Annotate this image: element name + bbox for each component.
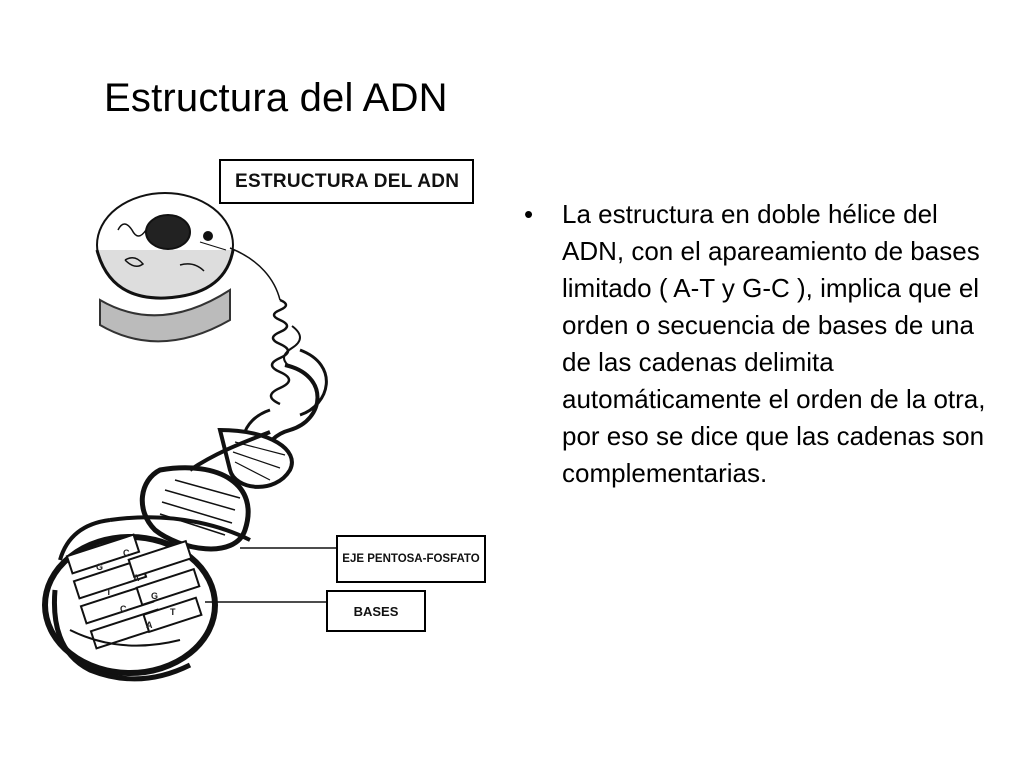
dna-structure-figure: C G A T G C T A ESTRUCTURA DEL ADN EJE P… bbox=[30, 150, 500, 690]
dna-cross-section bbox=[42, 515, 251, 682]
base-letter-g: G bbox=[96, 562, 104, 572]
base-letter-c: C bbox=[120, 604, 127, 614]
dna-illustration bbox=[42, 192, 336, 682]
bullet-icon: • bbox=[524, 199, 534, 229]
bases-label: BASES bbox=[326, 590, 426, 632]
base-letter-a: A bbox=[133, 573, 140, 583]
axis-label: EJE PENTOSA-FOSFATO bbox=[336, 535, 486, 583]
base-letter-t: T bbox=[106, 587, 112, 597]
base-letter-c: C bbox=[123, 548, 130, 558]
cell-illustration bbox=[95, 192, 235, 343]
bullet-item: • La estructura en doble hélice del ADN,… bbox=[524, 196, 994, 492]
base-letter-a: A bbox=[146, 620, 153, 630]
bullet-list: • La estructura en doble hélice del ADN,… bbox=[524, 196, 994, 492]
base-letter-g: G bbox=[151, 591, 159, 601]
dna-helix bbox=[139, 298, 328, 552]
bullet-text: La estructura en doble hélice del ADN, c… bbox=[562, 199, 986, 488]
figure-title-label: ESTRUCTURA DEL ADN bbox=[219, 159, 474, 204]
slide-title: Estructura del ADN bbox=[104, 76, 448, 120]
base-letter-t: T bbox=[170, 607, 176, 617]
